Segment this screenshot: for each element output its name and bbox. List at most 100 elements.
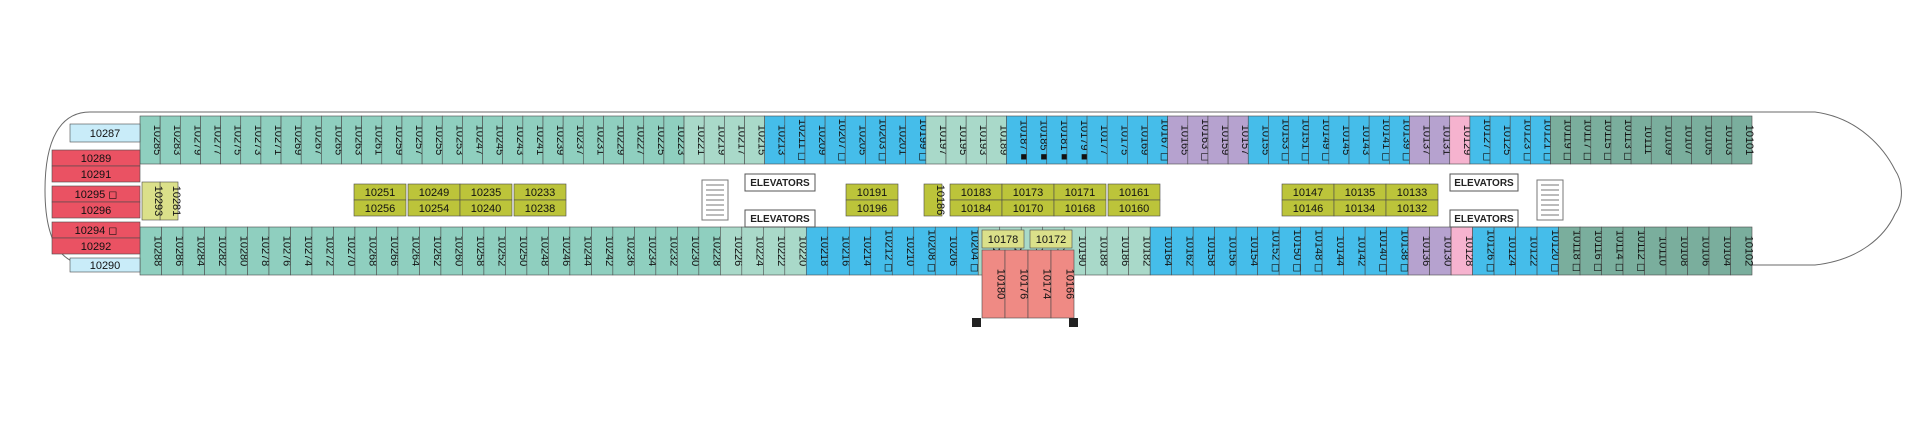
cabin-center-bottom[interactable]: 10184: [949, 199, 1003, 217]
cabin-aft[interactable]: 10289: [51, 149, 141, 167]
cabin-center-bottom[interactable]: 10132: [1385, 199, 1439, 217]
cabin-bottom[interactable]: 10142: [1343, 226, 1368, 276]
cabin-top[interactable]: 10197: [925, 115, 949, 165]
cabin-center-top[interactable]: 10171: [1053, 183, 1107, 201]
cabin-top[interactable]: 10103: [1711, 115, 1735, 165]
cabin-bottom[interactable]: 10270: [333, 226, 357, 276]
cabin-bottom[interactable]: 10112 ◻: [1622, 226, 1647, 276]
cabin-top[interactable]: 10167 ◻: [1147, 115, 1171, 165]
cabin-center-top[interactable]: 10235: [459, 183, 513, 201]
cabin-top[interactable]: 10227: [623, 115, 647, 165]
cabin-top[interactable]: 10239: [542, 115, 566, 165]
cabin-top[interactable]: 10223: [663, 115, 687, 165]
cabin-center-bottom[interactable]: 10256: [353, 199, 407, 217]
cabin-aft-inner[interactable]: 10293: [141, 181, 164, 221]
cabin-bottom[interactable]: 10110: [1644, 226, 1669, 276]
cabin-bottom[interactable]: 10280: [225, 226, 250, 276]
cabin-bottom[interactable]: 10140 ◻: [1364, 226, 1389, 276]
cabin-top[interactable]: 10207 ◻: [824, 115, 848, 165]
cabin-bottom[interactable]: 10158: [1192, 226, 1217, 276]
cabin-salmon[interactable]: 10174: [1027, 249, 1053, 319]
cabin-aft[interactable]: 10295 ◻: [51, 185, 141, 203]
cabin-top[interactable]: 10155: [1247, 115, 1271, 165]
cabin-bottom[interactable]: 10124: [1493, 226, 1518, 276]
cabin-top[interactable]: 10181 ■: [1046, 115, 1070, 165]
cabin-center-bottom[interactable]: 10146: [1281, 199, 1335, 217]
cabin-salmon-top[interactable]: 10178: [981, 229, 1025, 249]
cabin-top[interactable]: 10219: [703, 115, 727, 165]
cabin-center-top[interactable]: 10173: [1001, 183, 1055, 201]
cabin-bottom[interactable]: 10236: [612, 226, 637, 276]
cabin-top[interactable]: 10265: [321, 115, 344, 165]
cabin-aft[interactable]: 10291: [51, 165, 141, 183]
cabin-top[interactable]: 10117 ◻: [1570, 115, 1594, 165]
cabin-center-bottom[interactable]: 10238: [513, 199, 567, 217]
cabin-top[interactable]: 10269: [280, 115, 304, 165]
cabin-top[interactable]: 10199 ◻: [905, 115, 929, 165]
cabin-center-bottom[interactable]: 10170: [1001, 199, 1055, 217]
cabin-top[interactable]: 10189: [985, 115, 1009, 165]
cabin-bottom[interactable]: 10156: [1214, 226, 1239, 276]
cabin-top[interactable]: 10259: [381, 115, 405, 165]
cabin-top[interactable]: 10221: [683, 115, 707, 165]
cabin-bottom[interactable]: 10224: [741, 226, 766, 276]
cabin-top[interactable]: 10127 ◻: [1469, 115, 1493, 165]
cabin-bottom[interactable]: 10222: [763, 226, 787, 276]
cabin-top[interactable]: 10165: [1167, 115, 1191, 165]
cabin-bottom[interactable]: 10186: [1106, 226, 1131, 276]
cabin-bottom[interactable]: 10252: [483, 226, 508, 276]
cabin-bottom[interactable]: 10216: [827, 226, 852, 276]
cabin-bottom[interactable]: 10120 ◻: [1536, 226, 1561, 276]
cabin-top[interactable]: 10211 ◻: [784, 115, 808, 165]
cabin-bottom[interactable]: 10206: [934, 226, 959, 276]
cabin-top[interactable]: 10115 ◻: [1590, 115, 1614, 165]
cabin-top[interactable]: 10213: [764, 115, 788, 165]
cabin-bottom[interactable]: 10138 ◻: [1386, 226, 1411, 276]
cabin-top[interactable]: 10247: [462, 115, 485, 165]
cabin-top[interactable]: 10123 ◻: [1509, 115, 1533, 165]
cabin-top[interactable]: 10131: [1429, 115, 1453, 165]
cabin-bottom[interactable]: 10210: [891, 226, 916, 276]
cabin-bottom[interactable]: 10214: [848, 226, 873, 276]
cabin-bottom[interactable]: 10276: [268, 226, 293, 276]
cabin-top[interactable]: 10285: [139, 115, 163, 165]
cabin-bottom[interactable]: 10208 ◻: [913, 226, 938, 276]
cabin-bottom[interactable]: 10272: [311, 226, 336, 276]
cabin-bottom[interactable]: 10148 ◻: [1300, 226, 1325, 276]
cabin-bottom[interactable]: 10262: [419, 226, 443, 276]
cabin-center-top[interactable]: 10133: [1385, 183, 1439, 201]
cabin-center-bottom[interactable]: 10134: [1333, 199, 1387, 217]
cabin-top[interactable]: 10141 ◻: [1368, 115, 1392, 165]
cabin-top[interactable]: 10193: [965, 115, 989, 165]
cabin-bottom[interactable]: 10204 ◻: [956, 226, 981, 276]
cabin-top[interactable]: 10121 ◻: [1530, 115, 1553, 165]
cabin-top[interactable]: 10205: [844, 115, 868, 165]
cabin-center-bottom[interactable]: 10254: [407, 199, 461, 217]
cabin-bottom[interactable]: 10284: [182, 226, 207, 276]
cabin-bottom[interactable]: 10248: [526, 226, 551, 276]
cabin-bottom[interactable]: 10282: [204, 226, 228, 276]
cabin-bottom[interactable]: 10242: [591, 226, 615, 276]
cabin-bottom[interactable]: 10114 ◻: [1601, 226, 1626, 276]
cabin-top[interactable]: 10157: [1227, 115, 1251, 165]
cabin-top[interactable]: 10143: [1348, 115, 1372, 165]
cabin-bottom[interactable]: 10108: [1665, 226, 1690, 276]
cabin-top[interactable]: 10187 ■: [1006, 115, 1030, 165]
cabin-top[interactable]: 10277: [200, 115, 224, 165]
cabin-top[interactable]: 10273: [240, 115, 264, 165]
cabin-top[interactable]: 10177: [1086, 115, 1110, 165]
cabin-aft[interactable]: 10296: [51, 201, 141, 219]
cabin-top[interactable]: 10185 ■: [1026, 115, 1050, 165]
cabin-bottom[interactable]: 10164: [1149, 226, 1174, 276]
cabin-bottom[interactable]: 10288: [139, 226, 164, 276]
cabin-top[interactable]: 10195: [945, 115, 969, 165]
cabin-top[interactable]: 10169: [1127, 115, 1150, 165]
cabin-center-top[interactable]: 10249: [407, 183, 461, 201]
cabin-top[interactable]: 10145: [1328, 115, 1352, 165]
cabin-top[interactable]: 10203 ◻: [865, 115, 888, 165]
cabin-top[interactable]: 10153 ◻: [1268, 115, 1291, 165]
cabin-bottom[interactable]: 10212 ◻: [870, 226, 895, 276]
cabin-center-top[interactable]: 10191: [845, 183, 899, 201]
cabin-bottom[interactable]: 10130: [1429, 226, 1454, 276]
cabin-top[interactable]: 10105: [1691, 115, 1715, 165]
